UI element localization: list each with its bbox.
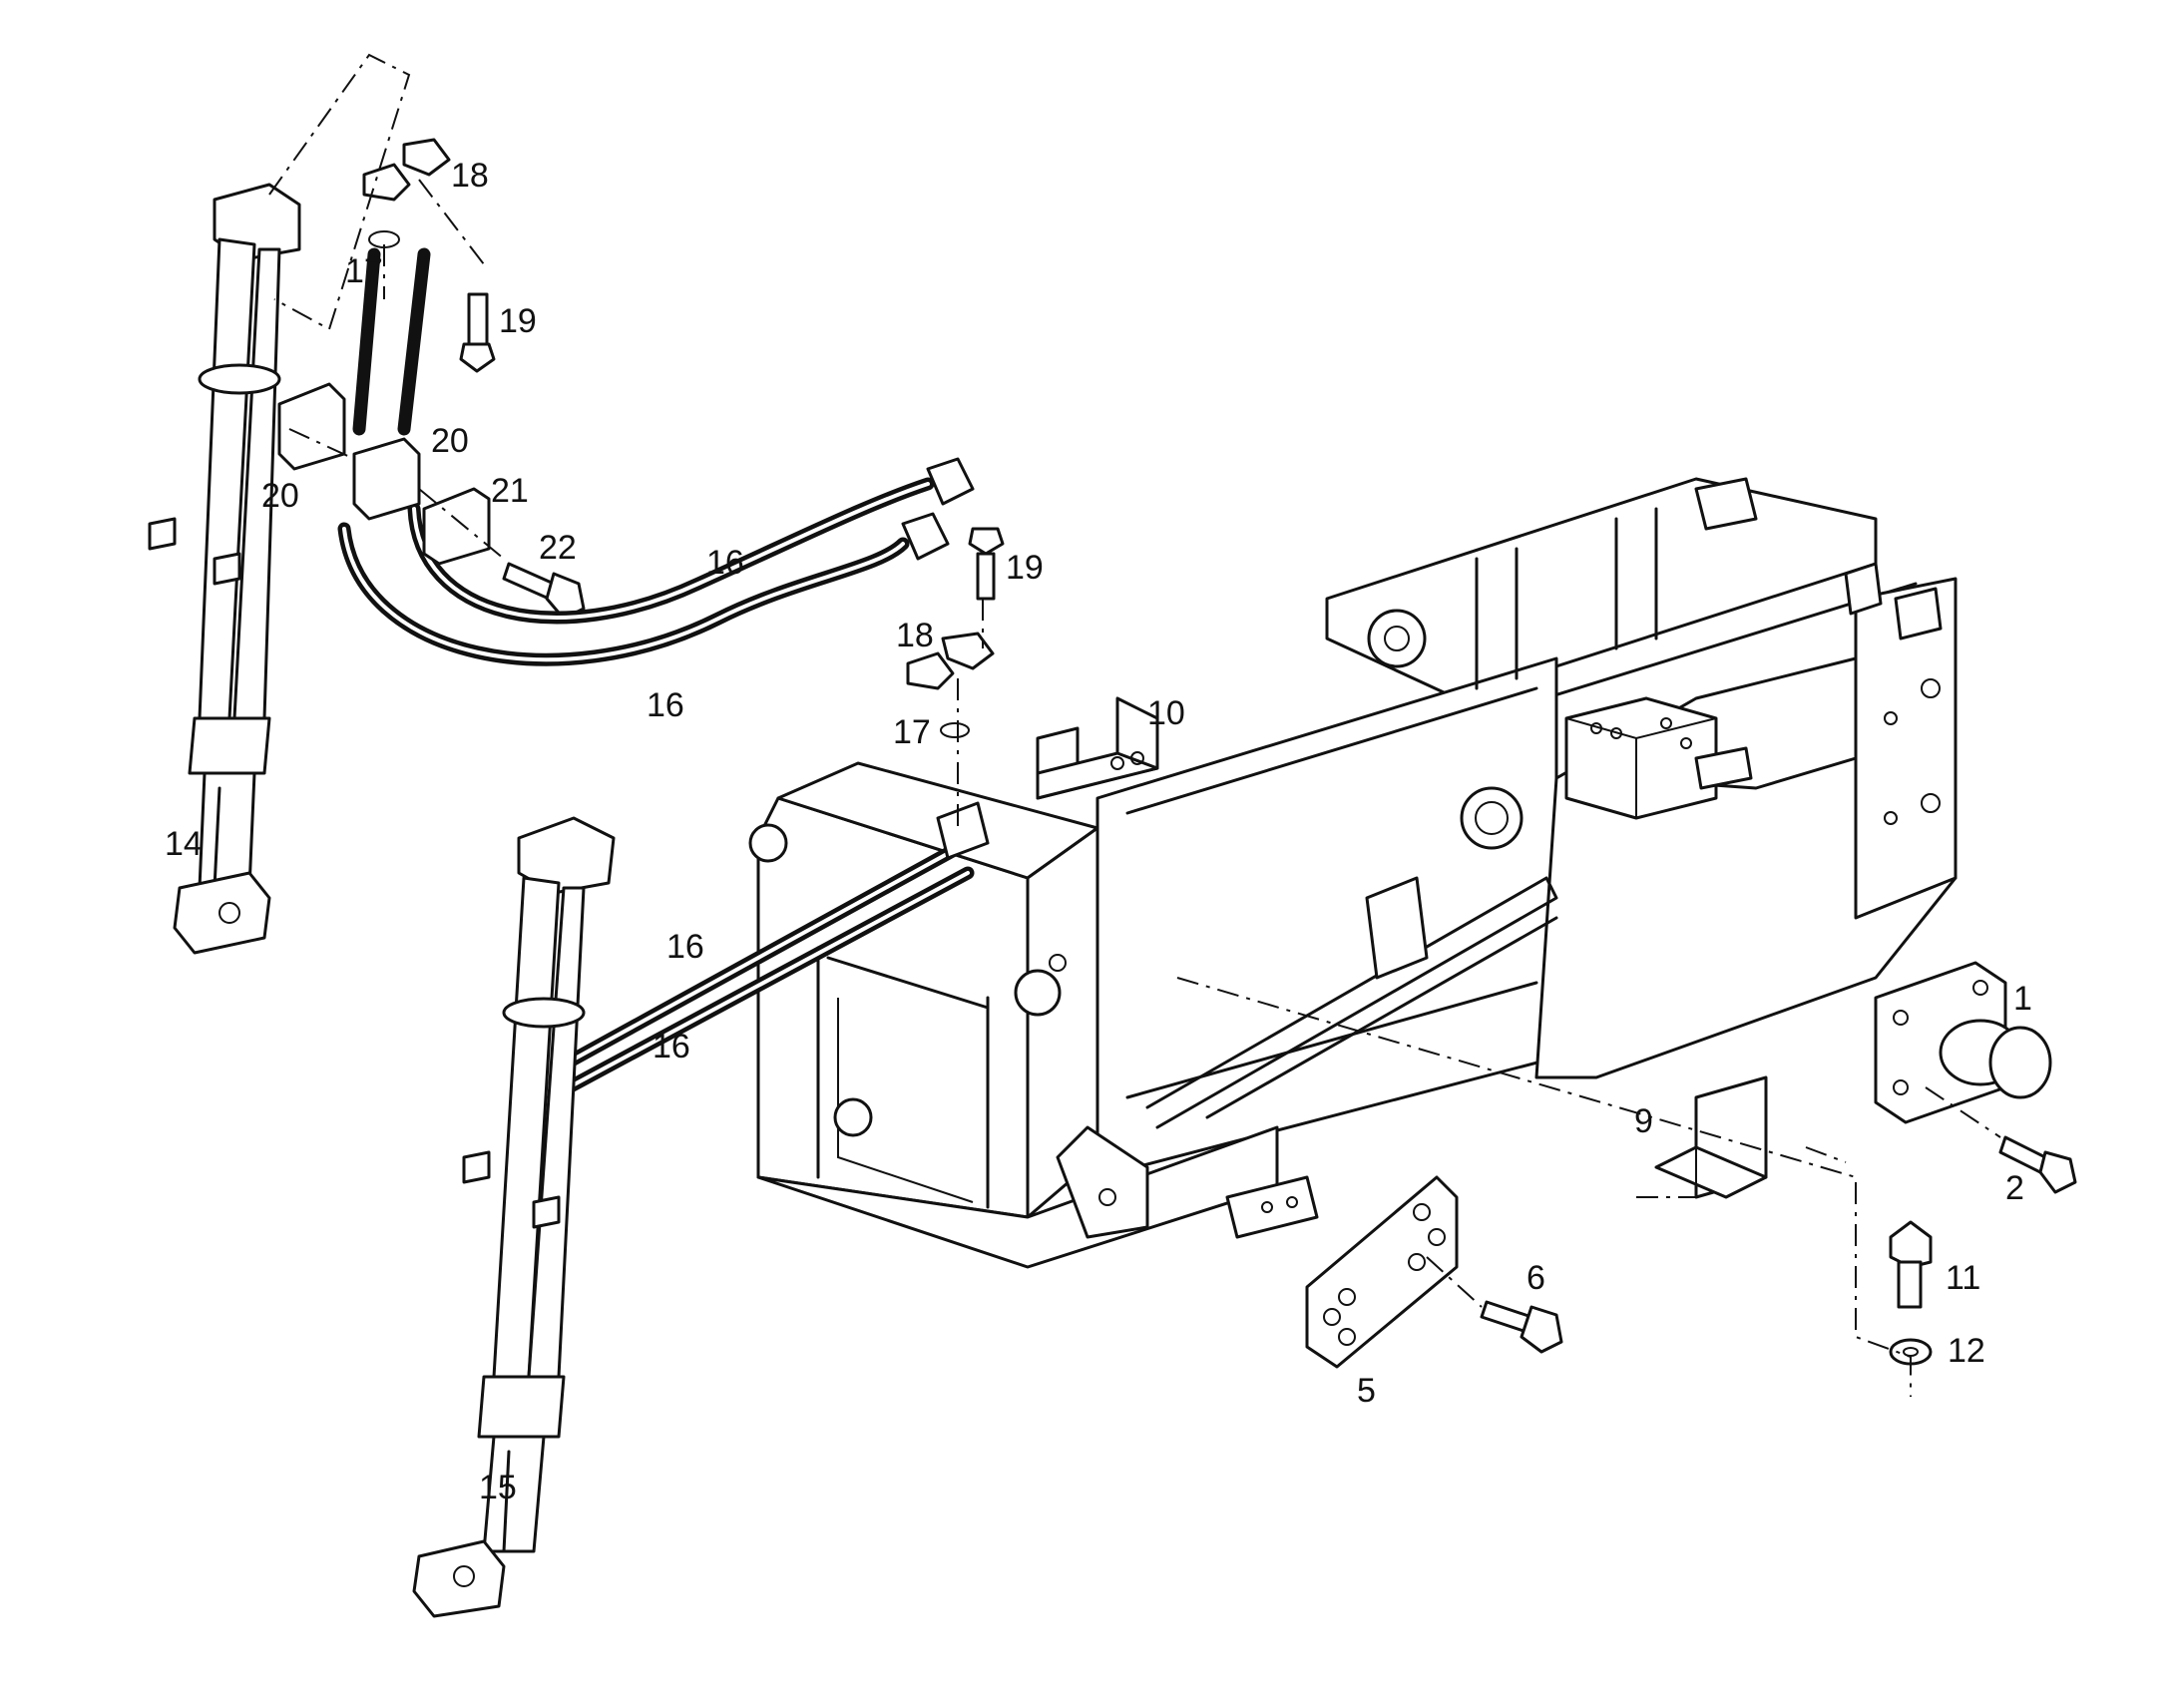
plate-part-5 (1225, 1175, 1459, 1369)
callout-21: 21 (491, 472, 529, 510)
callout-11: 11 (1946, 1259, 1980, 1297)
callout-18-b: 18 (896, 617, 934, 654)
washer-part-12 (1889, 1338, 1933, 1366)
callout-1: 1 (2013, 980, 2032, 1018)
callout-16-a: 16 (706, 544, 744, 582)
bolt-part-19-mid (968, 527, 1005, 601)
bolt-part-6 (1480, 1300, 1563, 1354)
clamp-part-18-top (362, 138, 451, 202)
cover-plate-part-21 (422, 487, 491, 566)
callout-17-a: 17 (345, 252, 383, 290)
callout-5: 5 (1357, 1372, 1376, 1410)
bolt-part-2 (1998, 1135, 2077, 1194)
clamp-block-part-20-left (277, 382, 346, 471)
cylinder-part-15 (412, 816, 616, 1618)
callout-labels: 1 2 5 6 9 10 11 12 14 15 16 16 16 16 17 … (165, 157, 2032, 1506)
callout-17-b: 17 (893, 713, 931, 751)
assembly-lines (268, 53, 2001, 1397)
bracket-part-9 (1654, 1075, 1768, 1199)
main-frame (1095, 477, 1958, 1179)
front-tower-frame (748, 761, 1279, 1269)
callout-16-b: 16 (647, 686, 684, 724)
bolt-part-19-top (459, 292, 496, 373)
hose-part-16-set (337, 247, 990, 1094)
callout-2: 2 (2005, 1169, 2024, 1207)
clamp-part-18-mid (906, 632, 995, 690)
callout-20-a: 20 (261, 477, 299, 515)
bolt-part-11 (1889, 1220, 1933, 1309)
callout-10: 10 (1147, 694, 1185, 732)
ring-part-17-mid (940, 722, 970, 738)
callout-14: 14 (165, 825, 203, 863)
clamp-block-part-20-right (352, 437, 421, 521)
callout-12: 12 (1948, 1332, 1985, 1370)
cylinder-part-14 (148, 183, 301, 955)
callout-16-d: 16 (653, 1028, 690, 1066)
callout-16-c: 16 (666, 928, 704, 966)
bracket-part-10 (1036, 696, 1159, 800)
callout-19-a: 19 (499, 302, 537, 340)
callout-20-b: 20 (431, 422, 469, 460)
callout-19-b: 19 (1006, 549, 1044, 587)
callout-18-a: 18 (451, 157, 489, 195)
callout-6: 6 (1526, 1259, 1545, 1297)
callout-22: 22 (539, 529, 577, 567)
mount-part-1 (1874, 961, 2052, 1124)
bolt-part-22 (502, 562, 586, 621)
callout-9: 9 (1634, 1102, 1653, 1140)
callout-15: 15 (479, 1469, 517, 1506)
